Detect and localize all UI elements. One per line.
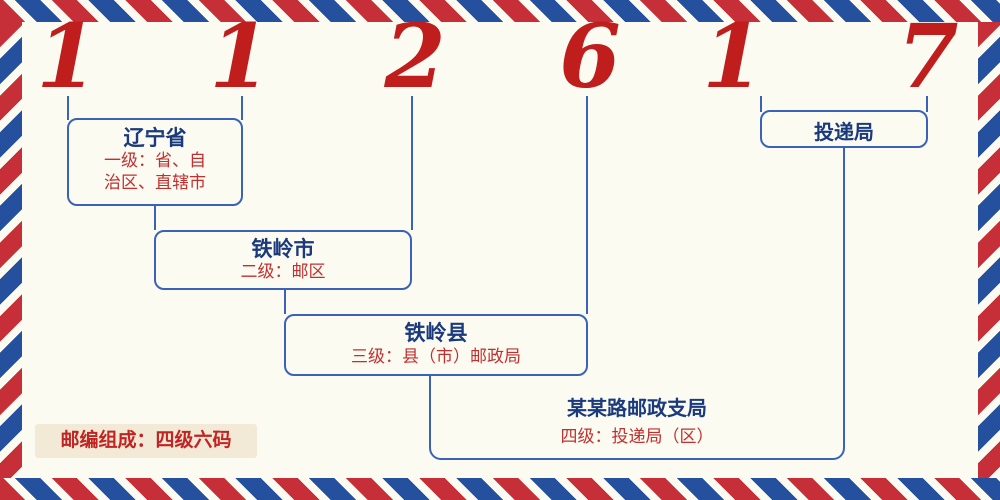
- connector-digit1-level1: [67, 96, 69, 120]
- postal-digit-5: 1: [702, 4, 764, 108]
- connector-delivery-level4: [843, 147, 845, 377]
- postal-digit-6: 7: [897, 4, 959, 108]
- postal-digit-1: 1: [36, 4, 98, 108]
- delivery-box: [760, 110, 928, 148]
- level3-desc-label: 三级：县（市）邮政局: [351, 347, 521, 366]
- connector-level1-level2: [154, 205, 156, 230]
- level4-box: [429, 376, 845, 460]
- level1-desc-line2: 治区、直辖市: [104, 173, 206, 192]
- level2-box: [154, 230, 412, 290]
- connector-digit5-delivery: [760, 96, 762, 112]
- level1-name-label: 辽宁省: [123, 127, 187, 150]
- postal-digit-4: 6: [559, 4, 621, 108]
- level3-box: [284, 314, 588, 376]
- connector-digit6-delivery: [926, 96, 928, 112]
- connector-digit3-level2: [411, 96, 413, 230]
- airmail-border-left: [0, 22, 22, 478]
- connector-digit4-level3: [586, 96, 588, 314]
- level4-name-label: 某某路邮政支局: [567, 398, 707, 420]
- level1-desc-line1: 一级：省、自: [104, 151, 206, 170]
- airmail-border-top: [0, 0, 1000, 22]
- level2-desc-label: 二级：邮区: [240, 262, 326, 281]
- delivery-name-label: 投递局: [814, 122, 874, 144]
- level1-box: [67, 118, 243, 206]
- connector-level2-level3: [284, 289, 286, 314]
- level3-name-label: 铁岭县: [404, 322, 468, 345]
- level2-name-label: 铁岭市: [251, 238, 315, 261]
- composition-note: 邮编组成：四级六码: [35, 424, 257, 458]
- postal-digit-3: 2: [384, 4, 446, 108]
- airmail-border-bottom: [0, 478, 1000, 500]
- postal-digit-2: 1: [209, 4, 271, 108]
- level4-desc-label: 四级：投递局（区）: [560, 427, 714, 446]
- airmail-border-right: [978, 22, 1000, 478]
- connector-digit2-level1: [241, 96, 243, 120]
